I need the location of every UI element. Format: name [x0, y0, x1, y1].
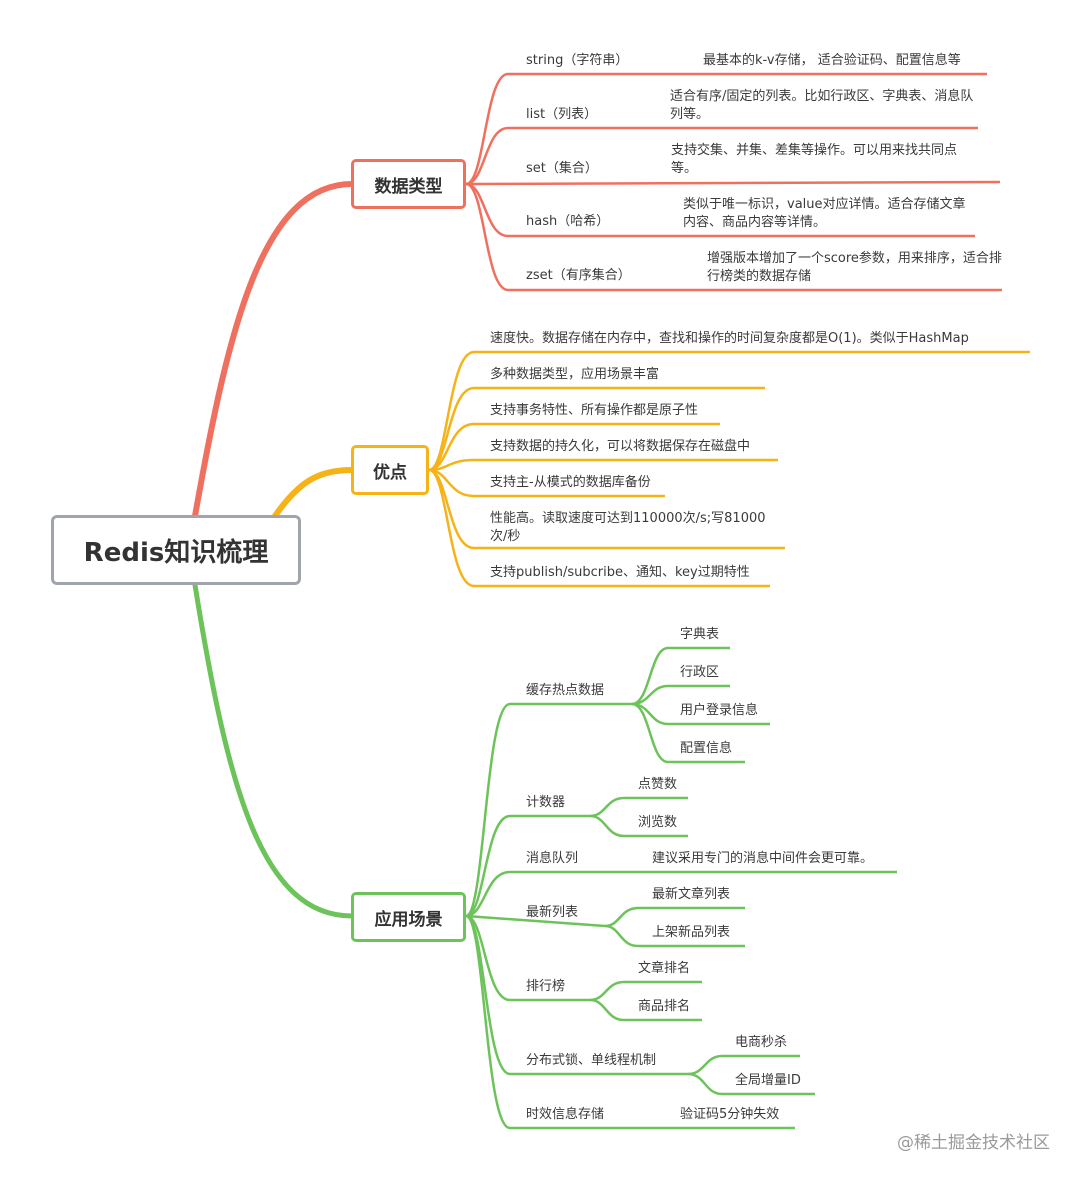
- use-ranking-child-products[interactable]: 商品排名: [638, 999, 691, 1014]
- type-desc-set[interactable]: 支持交集、并集、差集等操作。可以用来找共同点等。: [671, 143, 958, 176]
- uses-branches: [465, 646, 897, 1130]
- topic-advantages[interactable]: 优点: [351, 445, 429, 495]
- pro-item-7[interactable]: 支持publish/subcribe、通知、key过期特性: [490, 565, 750, 580]
- use-counter-child-likes[interactable]: 点赞数: [638, 777, 678, 792]
- types-branches: [465, 72, 1002, 292]
- use-mq-child-advice[interactable]: 建议采用专门的消息中间件会更可靠。: [652, 851, 874, 866]
- use-counter-child-views[interactable]: 浏览数: [638, 815, 678, 830]
- use-latest-child-articles[interactable]: 最新文章列表: [652, 887, 731, 902]
- use-latest-list[interactable]: 最新列表: [526, 905, 579, 920]
- watermark-text: @稀土掘金技术社区: [897, 1133, 1050, 1153]
- use-cache-child-region[interactable]: 行政区: [680, 665, 720, 680]
- topic-use-cases[interactable]: 应用场景: [351, 892, 466, 942]
- pro-item-5[interactable]: 支持主-从模式的数据库备份: [490, 475, 651, 490]
- use-expiring-info[interactable]: 时效信息存储: [526, 1107, 605, 1122]
- pro-item-4[interactable]: 支持数据的持久化，可以将数据保存在磁盘中: [490, 439, 751, 454]
- use-lock-child-global-id[interactable]: 全局增量ID: [735, 1073, 801, 1088]
- use-expiring-child-captcha[interactable]: 验证码5分钟失效: [680, 1107, 780, 1122]
- type-name-string[interactable]: string（字符串）: [526, 53, 629, 68]
- use-lock-child-flash-sale[interactable]: 电商秒杀: [735, 1035, 788, 1050]
- root-to-types-branch: [192, 181, 355, 519]
- use-counter[interactable]: 计数器: [526, 795, 566, 810]
- pro-item-2[interactable]: 多种数据类型，应用场景丰富: [490, 367, 660, 382]
- type-desc-string[interactable]: 最基本的k-v存储， 适合验证码、配置信息等: [703, 53, 961, 68]
- pro-item-1[interactable]: 速度快。数据存储在内存中，查找和操作的时间复杂度都是O(1)。类似于HashMa…: [490, 331, 969, 346]
- root-topic[interactable]: Redis知识梳理: [51, 515, 301, 585]
- use-distributed-lock[interactable]: 分布式锁、单线程机制: [526, 1053, 657, 1068]
- type-desc-list[interactable]: 适合有序/固定的列表。比如行政区、字典表、消息队列等。: [670, 89, 974, 122]
- use-message-queue[interactable]: 消息队列: [526, 851, 579, 866]
- root-to-uses-branch: [192, 582, 355, 919]
- use-cache-child-dict[interactable]: 字典表: [680, 627, 720, 642]
- use-ranking-child-articles[interactable]: 文章排名: [638, 961, 691, 976]
- use-cache-child-login[interactable]: 用户登录信息: [680, 703, 759, 718]
- topic-data-types[interactable]: 数据类型: [351, 159, 466, 209]
- pro-item-6[interactable]: 性能高。读取速度可达到110000次/s;写81000次/秒: [490, 511, 766, 544]
- pros-branches: [428, 350, 1030, 588]
- root-to-pros-branch: [272, 467, 355, 519]
- use-latest-child-products[interactable]: 上架新品列表: [652, 925, 731, 940]
- type-name-hash[interactable]: hash（哈希）: [526, 214, 610, 229]
- type-name-set[interactable]: set（集合）: [526, 161, 598, 176]
- type-desc-hash[interactable]: 类似于唯一标识，value对应详情。适合存储文章内容、商品内容等详情。: [683, 197, 966, 230]
- use-ranking[interactable]: 排行榜: [526, 979, 566, 994]
- type-name-list[interactable]: list（列表）: [526, 107, 598, 122]
- use-cache-child-config[interactable]: 配置信息: [680, 741, 733, 756]
- type-name-zset[interactable]: zset（有序集合）: [526, 268, 631, 283]
- type-desc-zset[interactable]: 增强版本增加了一个score参数，用来排序，适合排行榜类的数据存储: [707, 251, 1002, 284]
- use-cache-hot-data[interactable]: 缓存热点数据: [526, 683, 605, 698]
- pro-item-3[interactable]: 支持事务特性、所有操作都是原子性: [490, 403, 699, 418]
